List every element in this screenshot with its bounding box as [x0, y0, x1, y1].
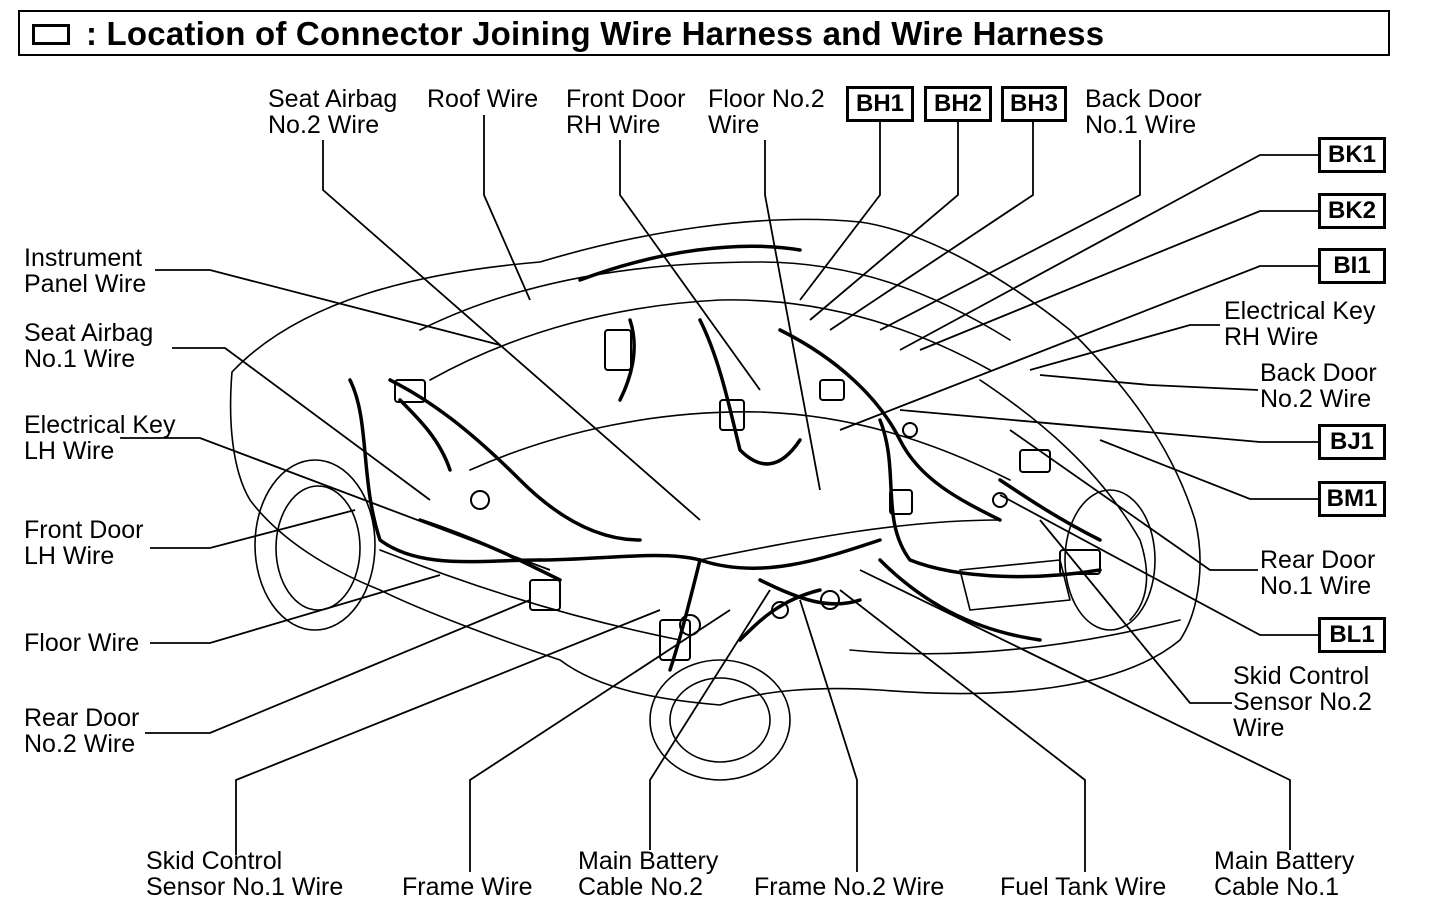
rear-hatch — [979, 379, 1148, 621]
bumper-line — [849, 619, 1181, 655]
rear-left-wheel-inner — [669, 677, 771, 763]
code-bl1: BL1 — [1318, 617, 1386, 653]
code-bh1: BH1 — [846, 86, 914, 122]
code-bi1: BI1 — [1318, 248, 1386, 284]
roof-line — [419, 261, 1011, 341]
label-frame-wire: Frame Wire — [402, 873, 533, 901]
front-wheel — [254, 459, 376, 631]
code-bh2: BH2 — [924, 86, 992, 122]
label-fuel-tank-wire: Fuel Tank Wire — [1000, 873, 1167, 901]
car-body-outline — [229, 218, 1201, 706]
leader-lines — [120, 115, 1318, 872]
code-bj1: BJ1 — [1318, 424, 1386, 460]
label-roof-wire: Roof Wire — [427, 85, 539, 113]
code-bm1: BM1 — [1318, 481, 1386, 517]
floor-line — [699, 519, 1001, 561]
code-bk2: BK2 — [1318, 193, 1386, 229]
page-title: : Location of Connector Joining Wire Har… — [86, 15, 1105, 52]
door-line — [469, 411, 1011, 481]
title-bar: : Location of Connector Joining Wire Har… — [18, 10, 1390, 56]
wire-harness — [348, 244, 1102, 672]
connector-box-icon — [32, 24, 70, 45]
label-floor-wire: Floor Wire — [24, 629, 140, 657]
window-line — [429, 299, 991, 381]
rear-right-wheel — [1064, 489, 1156, 631]
label-frame-no2-wire: Frame No.2 Wire — [754, 873, 945, 901]
trunk-plate — [959, 559, 1071, 611]
front-wheel-inner — [275, 485, 361, 611]
code-bk1: BK1 — [1318, 137, 1386, 173]
rear-left-wheel — [649, 659, 791, 781]
code-bh3: BH3 — [1001, 86, 1067, 122]
connectors — [394, 329, 1101, 661]
